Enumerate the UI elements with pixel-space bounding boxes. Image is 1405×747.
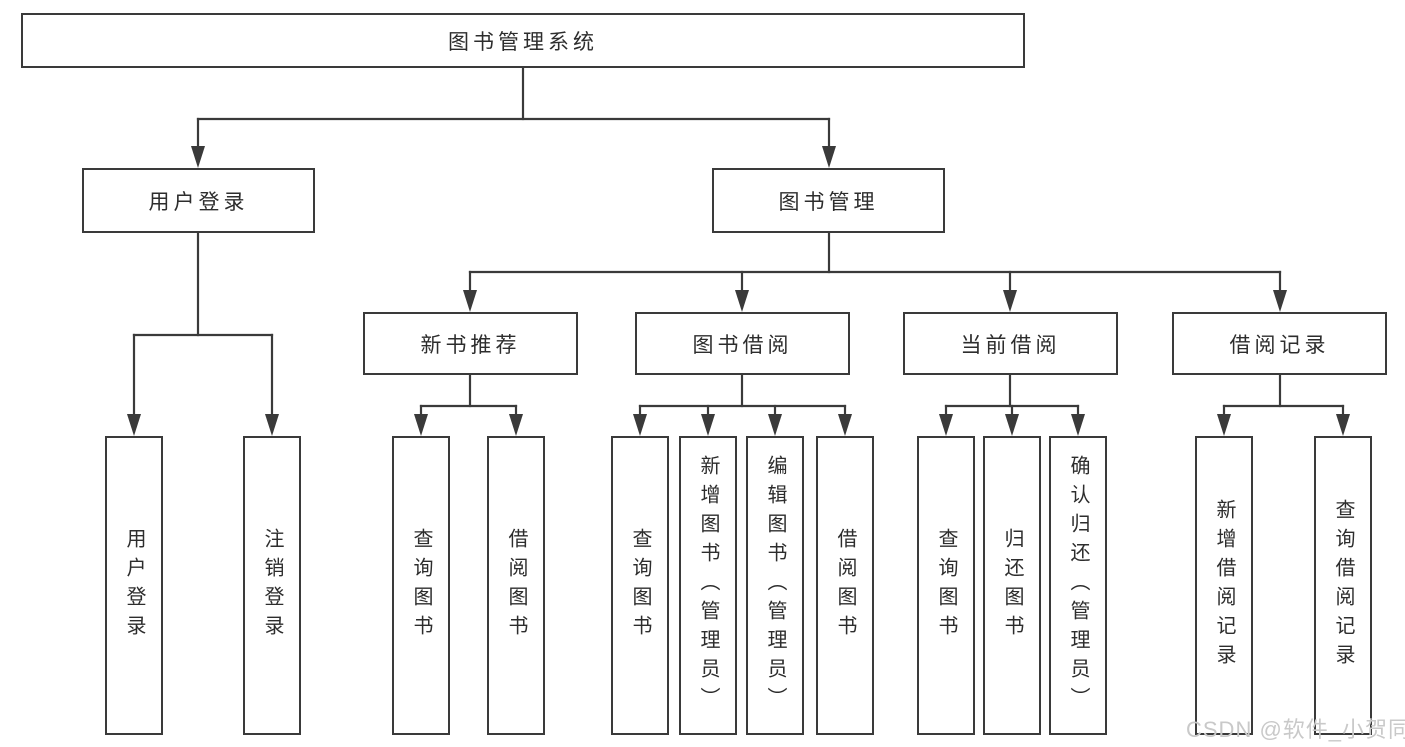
leaf-current-confirm: 确认归还（管理员） bbox=[1049, 436, 1107, 735]
connector-book-borrow-to-leaves bbox=[633, 373, 852, 436]
connector-borrow-record-to-leaves bbox=[1217, 373, 1350, 436]
node-user-login: 用户登录 bbox=[82, 168, 315, 233]
connector-new-book-to-leaves bbox=[414, 373, 523, 436]
connector-user-login-to-leaves bbox=[127, 231, 279, 436]
node-book-mgmt: 图书管理 bbox=[712, 168, 945, 233]
leaf-borrow-edit: 编辑图书（管理员） bbox=[746, 436, 804, 735]
leaf-record-add: 新增借阅记录 bbox=[1195, 436, 1253, 735]
node-book-borrow: 图书借阅 bbox=[635, 312, 850, 375]
node-borrow-record: 借阅记录 bbox=[1172, 312, 1387, 375]
connector-root-to-level2 bbox=[191, 66, 836, 168]
node-new-book: 新书推荐 bbox=[363, 312, 578, 375]
connector-current-borrow-to-leaves bbox=[939, 373, 1085, 436]
leaf-current-return: 归还图书 bbox=[983, 436, 1041, 735]
leaf-borrow-query: 查询图书 bbox=[611, 436, 669, 735]
leaf-new-book-query: 查询图书 bbox=[392, 436, 450, 735]
csdn-watermark: CSDN @软件_小贺同学 bbox=[1186, 717, 1405, 742]
leaf-record-query: 查询借阅记录 bbox=[1314, 436, 1372, 735]
leaf-logout: 注销登录 bbox=[243, 436, 301, 735]
connector-book-mgmt-to-level3 bbox=[463, 231, 1287, 312]
leaf-user-login: 用户登录 bbox=[105, 436, 163, 735]
node-root: 图书管理系统 bbox=[21, 13, 1025, 68]
leaf-current-query: 查询图书 bbox=[917, 436, 975, 735]
leaf-borrow-book: 借阅图书 bbox=[816, 436, 874, 735]
leaf-new-book-borrow: 借阅图书 bbox=[487, 436, 545, 735]
leaf-borrow-add: 新增图书（管理员） bbox=[679, 436, 737, 735]
node-current-borrow: 当前借阅 bbox=[903, 312, 1118, 375]
